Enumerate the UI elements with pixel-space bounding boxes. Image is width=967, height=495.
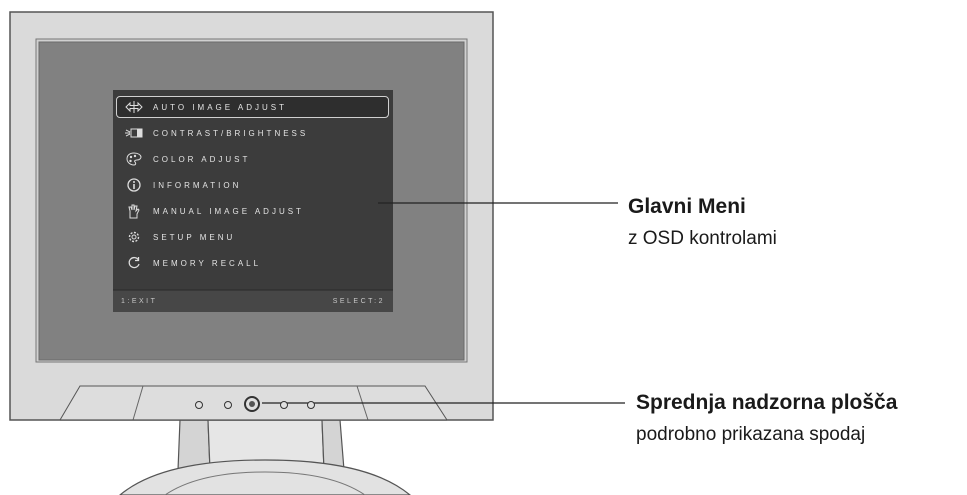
osd-item-color-adjust[interactable]: COLOR ADJUST <box>116 148 389 170</box>
front-button-1[interactable] <box>195 401 203 409</box>
osd-panel-bg <box>113 90 393 312</box>
power-button-inner <box>249 401 255 407</box>
stand-base-inner <box>164 471 366 495</box>
osd-footer-bg <box>113 290 393 312</box>
osd-item-label: SETUP MENU <box>153 232 236 242</box>
callout-front-panel-subtitle: podrobno prikazana spodaj <box>636 424 866 446</box>
stand-neck-right <box>321 419 345 471</box>
osd-item-manual-image-adjust[interactable]: MANUAL IMAGE ADJUST <box>116 200 389 222</box>
power-button[interactable] <box>244 396 260 412</box>
callout-front-panel: Sprednja nadzorna plošča podrobno prikaz… <box>636 390 897 447</box>
osd-main-menu: AUTO IMAGE ADJUST CONTRAST/BRIGHTNESS CO… <box>113 90 393 312</box>
osd-item-memory-recall[interactable]: MEMORY RECALL <box>116 252 389 274</box>
color-palette-icon <box>125 150 143 168</box>
callout-main-menu-subtitle: z OSD kontrolami <box>628 228 777 250</box>
callout-front-panel-title: Sprednja nadzorna plošča <box>636 391 898 414</box>
auto-adjust-icon <box>125 98 143 116</box>
front-button-4[interactable] <box>307 401 315 409</box>
manual-adjust-icon <box>125 202 143 220</box>
osd-item-label: CONTRAST/BRIGHTNESS <box>153 128 309 138</box>
osd-item-setup-menu[interactable]: SETUP MENU <box>116 226 389 248</box>
callout-main-menu-title: Glavni Meni <box>628 195 746 218</box>
osd-footer: 1:EXIT SELECT:2 <box>113 292 393 310</box>
info-icon <box>125 176 143 194</box>
callout-main-menu: Glavni Meni z OSD kontrolami <box>628 194 777 251</box>
stand-base <box>119 459 411 495</box>
contrast-icon <box>125 124 143 142</box>
osd-item-information[interactable]: INFORMATION <box>116 174 389 196</box>
osd-item-label: AUTO IMAGE ADJUST <box>153 102 287 112</box>
stand-neck-left <box>177 419 211 471</box>
osd-item-auto-image-adjust[interactable]: AUTO IMAGE ADJUST <box>116 96 389 118</box>
gear-icon <box>125 228 143 246</box>
exit-hint: 1:EXIT <box>121 297 158 305</box>
front-button-2[interactable] <box>224 401 232 409</box>
osd-item-contrast-brightness[interactable]: CONTRAST/BRIGHTNESS <box>116 122 389 144</box>
osd-item-label: MANUAL IMAGE ADJUST <box>153 206 304 216</box>
osd-item-label: MEMORY RECALL <box>153 258 262 268</box>
osd-item-label: INFORMATION <box>153 180 242 190</box>
recall-icon <box>125 254 143 272</box>
osd-item-label: COLOR ADJUST <box>153 154 251 164</box>
front-button-3[interactable] <box>280 401 288 409</box>
select-hint: SELECT:2 <box>332 297 385 305</box>
